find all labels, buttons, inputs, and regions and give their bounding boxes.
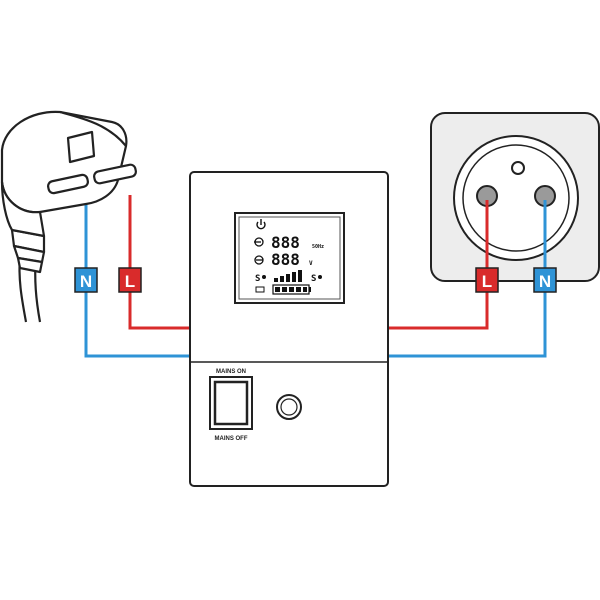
lcd-row2-digits: 888 xyxy=(271,250,300,269)
socket-neutral-label: N xyxy=(533,267,557,293)
input-arrow-icon xyxy=(254,237,264,247)
svg-text:N: N xyxy=(80,272,92,291)
power-icon xyxy=(256,219,266,230)
voltage-regulator-device: 888 50Hz 888 V S S xyxy=(189,171,389,487)
lcd-row1-digits: 888 xyxy=(271,233,300,252)
lcd-row1-unit: 50Hz xyxy=(312,244,324,250)
round-button-icon[interactable] xyxy=(276,394,302,420)
wall-socket-icon xyxy=(430,112,600,282)
level-bars xyxy=(274,270,302,282)
plug-live-label: L xyxy=(118,267,142,293)
output-arrow-icon xyxy=(254,255,264,265)
lcd-display: 888 50Hz 888 V S S xyxy=(234,212,345,304)
plug-icon xyxy=(0,110,137,323)
lcd-row2-unit: V xyxy=(309,260,313,267)
ground-pin xyxy=(511,161,525,175)
live-wire-plug-side xyxy=(128,195,190,330)
neutral-wire-plug-side xyxy=(84,200,190,358)
mains-switch[interactable]: MAINS ON MAINS OFF xyxy=(209,369,253,442)
mains-on-label: MAINS ON xyxy=(216,369,246,375)
svg-text:S: S xyxy=(255,274,260,284)
svg-text:S: S xyxy=(311,274,316,284)
plug-icon-left: S xyxy=(255,274,266,284)
socket-live-label: L xyxy=(475,267,499,293)
plug-neutral-label: N xyxy=(74,267,98,293)
svg-text:L: L xyxy=(482,272,492,291)
svg-text:N: N xyxy=(539,272,551,291)
plug-icon-right: S xyxy=(311,274,322,284)
battery-icon xyxy=(255,284,311,295)
mains-off-label: MAINS OFF xyxy=(215,436,248,442)
svg-text:L: L xyxy=(125,272,135,291)
